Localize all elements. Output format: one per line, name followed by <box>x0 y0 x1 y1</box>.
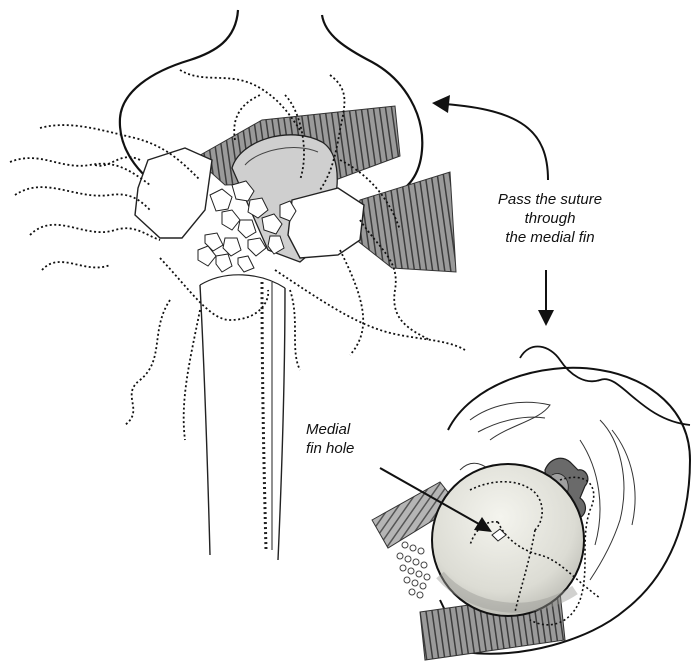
inset-wavy-suture <box>520 346 690 425</box>
medial-fin-hole-label: Medial fin hole <box>306 420 396 458</box>
prosthesis-stem <box>262 282 266 550</box>
curved-arrow-head <box>432 95 450 113</box>
down-arrow-head <box>538 310 554 326</box>
right-muscle-fan <box>350 172 456 272</box>
pass-suture-label: Pass the suture through the medial fin <box>470 190 630 247</box>
down-arrow <box>538 270 554 326</box>
pass-suture-line-1: Pass the suture <box>470 190 630 209</box>
inset-bone-stipple <box>397 542 430 598</box>
medial-fin-hole-line-2: fin hole <box>306 439 396 458</box>
lesser-tuberosity <box>288 188 364 258</box>
pass-suture-line-3: the medial fin <box>470 228 630 247</box>
medial-fin-hole-line-1: Medial <box>306 420 396 439</box>
greater-tuberosity <box>135 148 212 238</box>
curved-arrow <box>432 95 548 180</box>
inset-humeral-head-view <box>372 346 690 660</box>
pass-suture-line-2: through <box>470 209 630 228</box>
